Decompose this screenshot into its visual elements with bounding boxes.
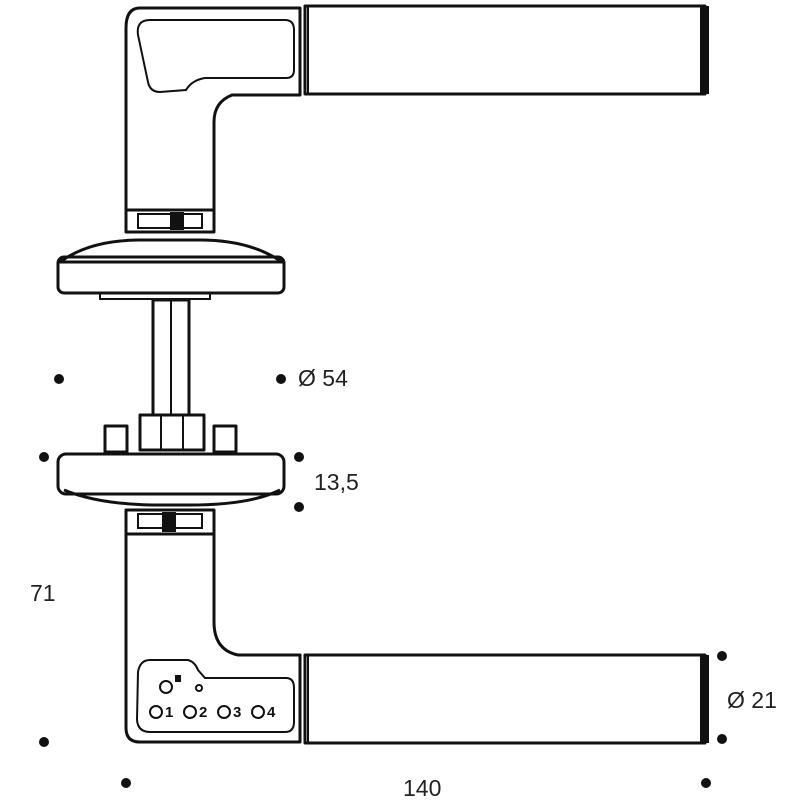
dot-lever-length-left	[121, 778, 131, 788]
code-key-small-circle	[195, 684, 203, 692]
dot-rose-height-left	[39, 452, 49, 462]
dot-rose-height-top	[294, 452, 304, 462]
spindle	[103, 298, 238, 454]
lower-lever-body	[124, 532, 302, 744]
dot-rose-height-bottom	[294, 502, 304, 512]
lower-rose	[56, 452, 286, 536]
upper-grip-end	[700, 6, 709, 94]
upper-code-panel	[136, 19, 295, 94]
lower-code-panel	[135, 659, 295, 733]
lower-rose-dome	[63, 488, 281, 507]
code-symbols: 1 2 3 4	[149, 675, 276, 721]
dot-lever-height-bottom	[39, 737, 49, 747]
dot-rose-diameter-left	[54, 374, 64, 384]
spindle-block	[138, 413, 206, 452]
dot-grip-diameter-top	[717, 651, 727, 661]
grip-diameter-label: Ø 21	[727, 687, 777, 713]
code-label-1: 1	[165, 704, 173, 721]
screw-post-left	[103, 424, 129, 454]
lever-length-label: 140	[403, 775, 441, 801]
code-key-circle	[159, 680, 173, 694]
code-circle-4	[251, 705, 265, 719]
rose-height-label: 13,5	[314, 469, 359, 495]
code-label-3: 3	[233, 704, 241, 721]
upper-rose-dome	[58, 238, 284, 264]
lower-lever	[124, 532, 709, 745]
lever-height-label: 71	[30, 580, 56, 606]
dot-lever-length-right	[701, 778, 711, 788]
code-label-4: 4	[267, 704, 276, 721]
dimension-labels: Ø 54 13,5 71 Ø 21 140	[30, 365, 777, 801]
rose-diameter-label: Ø 54	[298, 365, 348, 391]
upper-grip	[303, 4, 707, 96]
code-label-2: 2	[199, 704, 207, 721]
code-circle-2	[183, 705, 197, 719]
lower-grip-end	[700, 655, 709, 743]
lower-rose-base	[56, 452, 286, 496]
upper-collar	[124, 208, 216, 234]
code-circle-1	[149, 705, 163, 719]
upper-rose	[56, 238, 286, 300]
upper-lever	[124, 4, 709, 234]
lower-grip	[303, 653, 707, 745]
dot-rose-diameter-right	[276, 374, 286, 384]
screw-post-right	[212, 424, 238, 454]
dot-grip-diameter-bottom	[717, 734, 727, 744]
upper-lever-body	[124, 6, 302, 212]
dimension-dots	[39, 374, 727, 788]
code-circle-3	[217, 705, 231, 719]
